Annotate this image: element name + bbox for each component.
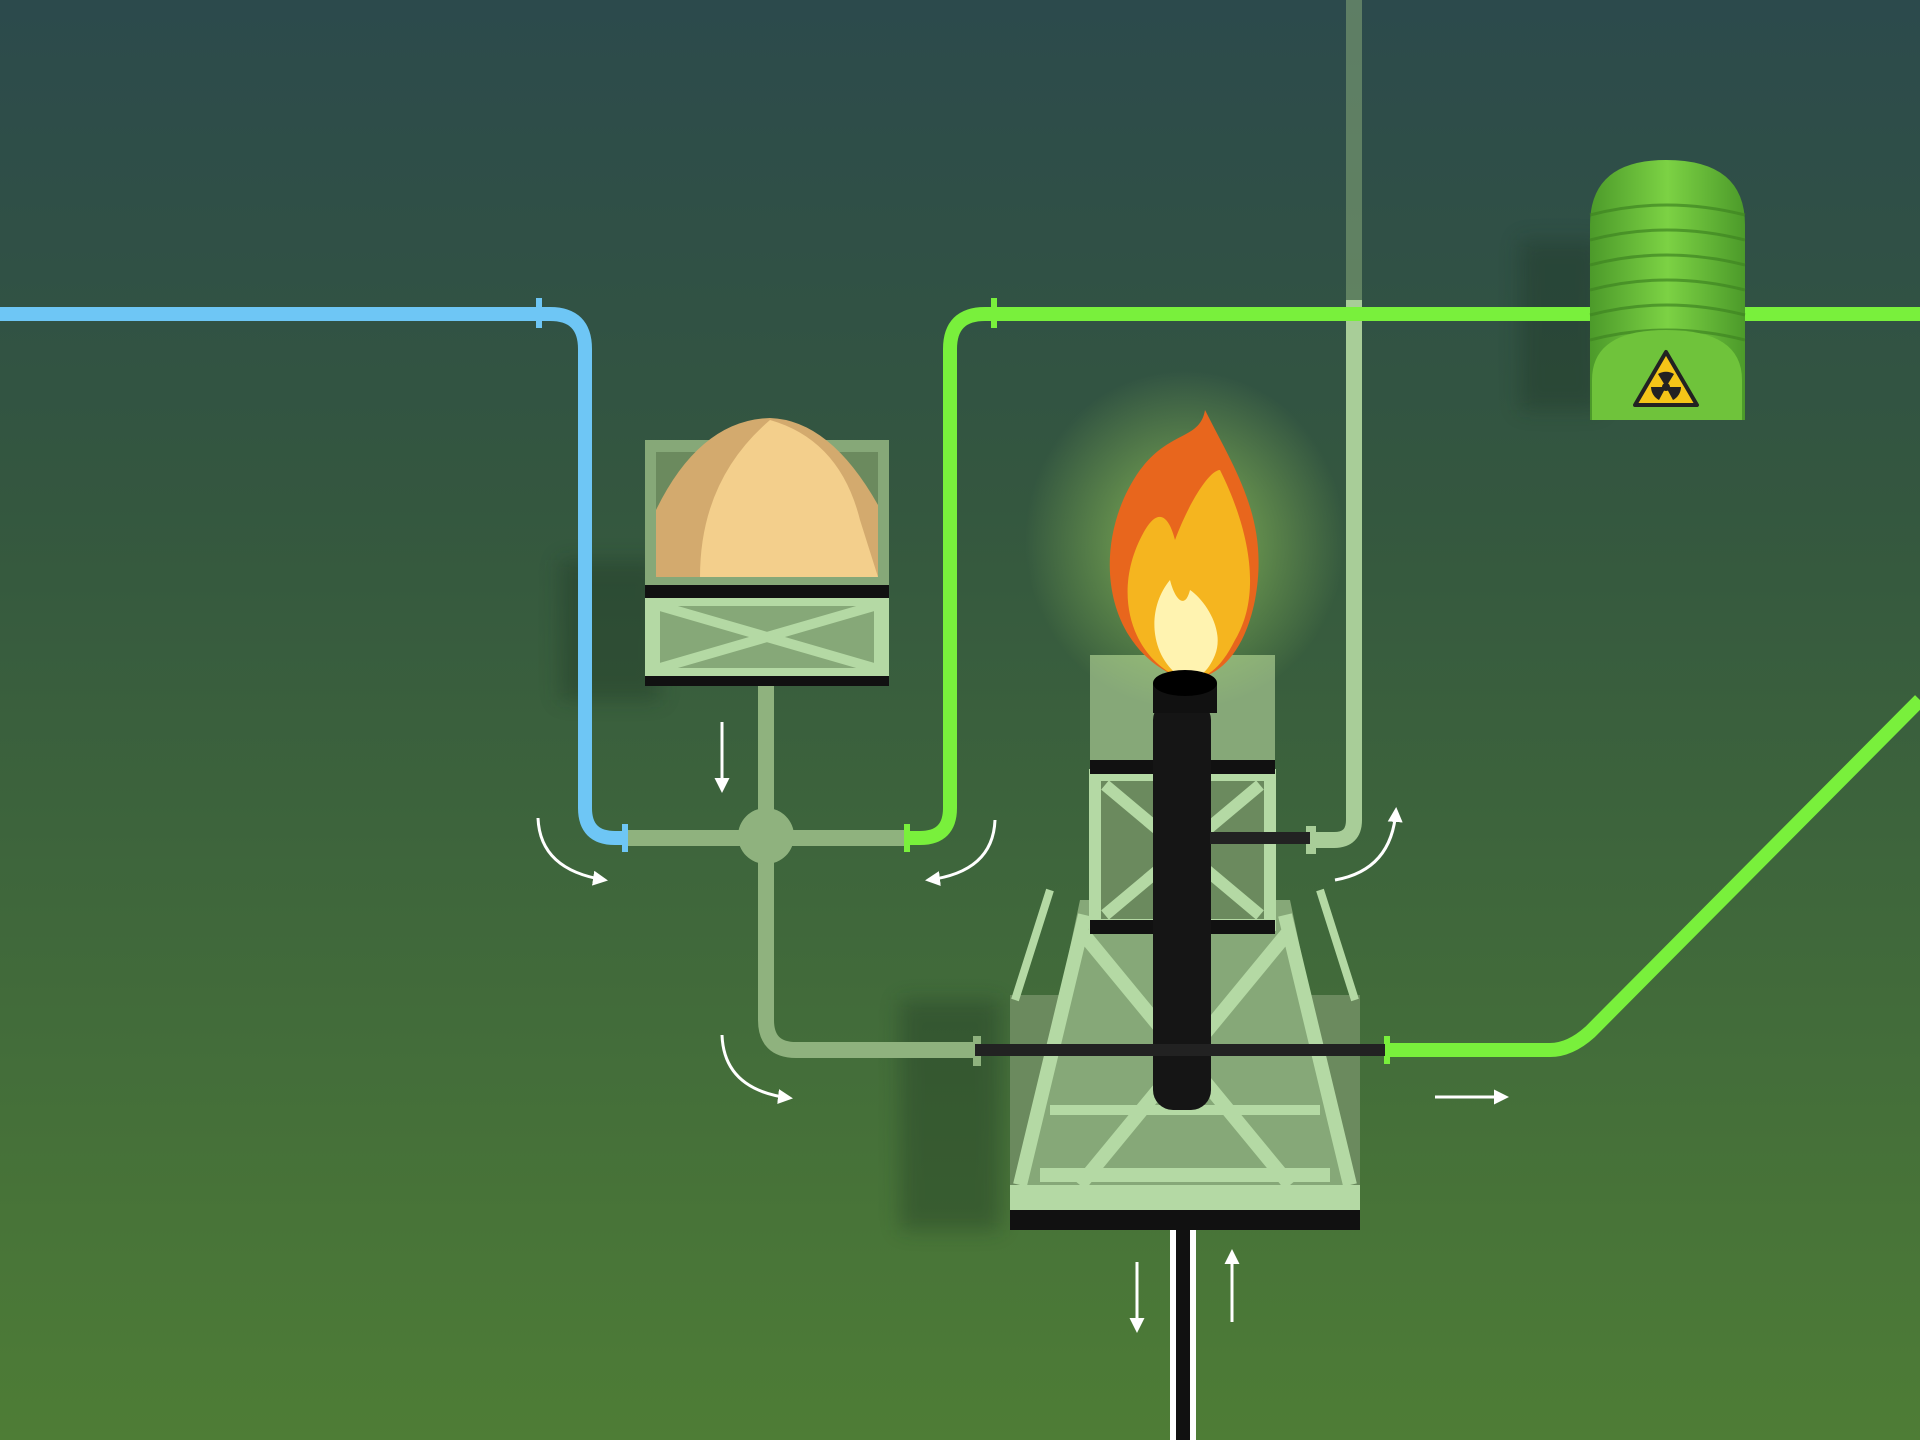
gas-return-pipe <box>904 298 1920 852</box>
flame-inner <box>1154 580 1218 680</box>
blend-junction <box>738 808 794 864</box>
arrow-vent-up <box>1334 807 1403 882</box>
arrow-water-to-mixer <box>536 817 608 886</box>
water-supply-pipe <box>0 298 628 852</box>
gas-output-pipe <box>1384 695 1920 1064</box>
radiation-hazard-storage-tank <box>1589 160 1746 420</box>
arrow-mix-to-derrick <box>720 1034 793 1104</box>
vent-stack <box>1306 0 1362 854</box>
wellbore-pipe <box>1170 1230 1196 1440</box>
drill-pipe <box>1153 700 1211 1110</box>
gas-flare <box>1025 370 1345 713</box>
arrow-gas-return-to-mixer <box>925 819 997 886</box>
flow-arrows <box>536 722 1509 1333</box>
radioactive-warning-icon <box>1633 350 1699 407</box>
proppant-hopper <box>645 418 889 686</box>
equipment-shadows <box>560 240 1600 1230</box>
